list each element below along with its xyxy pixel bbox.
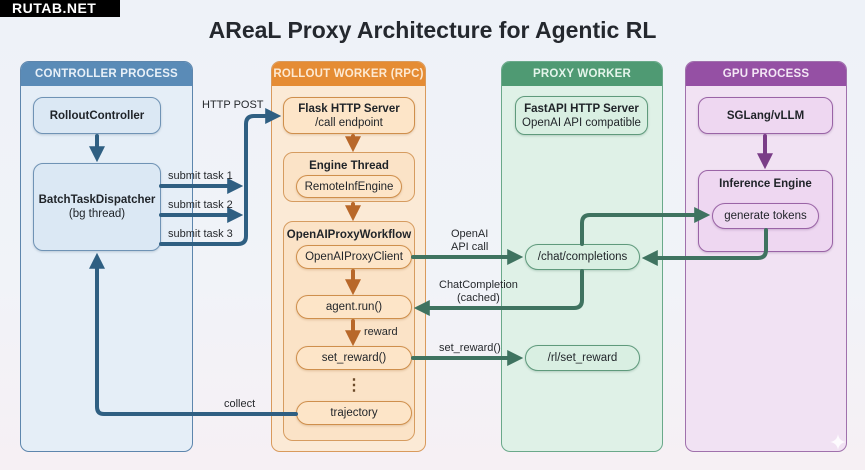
- lane-header-controller: CONTROLLER PROCESS: [21, 62, 192, 86]
- node-openai-proxy-client[interactable]: OpenAIProxyClient: [296, 245, 412, 269]
- lane-header-rollout: ROLLOUT WORKER (RPC): [272, 62, 425, 86]
- edge-label-set-reward-call: set_reward(): [439, 342, 501, 354]
- node-fastapi-http-server[interactable]: FastAPI HTTP Server OpenAI API compatibl…: [515, 96, 648, 135]
- edge-label-submit-task-3: submit task 3: [168, 228, 233, 240]
- node-sublabel: (bg thread): [68, 208, 126, 220]
- node-rl-set-reward[interactable]: /rl/set_reward: [525, 345, 640, 371]
- edge-label-api-call: API call: [451, 241, 489, 253]
- edge-label-chat-completion: ChatCompletion: [439, 279, 518, 291]
- group-label: Engine Thread: [309, 160, 389, 172]
- node-label: Flask HTTP Server: [298, 102, 400, 115]
- node-batch-task-dispatcher[interactable]: BatchTaskDispatcher (bg thread): [33, 163, 161, 251]
- edge-label-cached: (cached): [457, 292, 500, 304]
- node-label: generate tokens: [724, 210, 807, 222]
- node-sublabel: /call endpoint: [315, 116, 383, 129]
- node-sublabel: OpenAI API compatible: [522, 116, 641, 129]
- arrow-to-generate-tokens: [580, 207, 711, 246]
- node-label: agent.run(): [325, 301, 383, 313]
- node-label: RolloutController: [49, 109, 145, 122]
- node-flask-http-server[interactable]: Flask HTTP Server /call endpoint: [283, 97, 415, 134]
- arrow-chat-completion-return: [413, 269, 584, 316]
- node-agent-run[interactable]: agent.run(): [296, 295, 412, 319]
- edge-label-reward: reward: [364, 326, 398, 338]
- node-rollout-controller[interactable]: RolloutController: [33, 97, 161, 134]
- arrow-submit-task-3-http-post: [159, 108, 282, 246]
- watermark: RUTAB.NET: [0, 0, 120, 17]
- diagram-title: AReaL Proxy Architecture for Agentic RL: [208, 17, 657, 43]
- node-label: FastAPI HTTP Server: [524, 102, 639, 115]
- arrow-collect: [89, 252, 298, 416]
- node-label: trajectory: [330, 407, 378, 419]
- lane-header-proxy: PROXY WORKER: [502, 62, 662, 86]
- node-chat-completions[interactable]: /chat/completions: [525, 244, 640, 270]
- group-label: Inference Engine: [719, 178, 812, 190]
- node-label: OpenAIProxyClient: [305, 251, 403, 263]
- node-label: BatchTaskDispatcher: [38, 194, 156, 206]
- node-remote-inf-engine[interactable]: RemoteInfEngine: [296, 175, 402, 198]
- ellipsis-icon: ⋮: [346, 377, 362, 394]
- arrow-tokens-to-chat-completions: [641, 228, 768, 266]
- edge-label-collect: collect: [224, 398, 256, 410]
- node-label: /chat/completions: [537, 251, 628, 263]
- node-label: RemoteInfEngine: [304, 180, 394, 193]
- node-label: set_reward(): [321, 352, 387, 364]
- edge-label-openai: OpenAI: [451, 228, 489, 240]
- node-generate-tokens[interactable]: generate tokens: [712, 203, 819, 229]
- node-set-reward[interactable]: set_reward(): [296, 346, 412, 370]
- node-trajectory[interactable]: trajectory: [296, 401, 412, 425]
- edge-label-http-post: HTTP POST: [202, 99, 264, 111]
- group-label: OpenAIProxyWorkflow: [286, 229, 412, 241]
- sparkle-icon: [830, 434, 846, 450]
- edge-label-submit-task-2: submit task 2: [168, 199, 233, 211]
- node-label: SGLang/vLLM: [726, 109, 805, 122]
- node-sglang-vllm[interactable]: SGLang/vLLM: [698, 97, 833, 134]
- node-label: /rl/set_reward: [547, 352, 618, 364]
- lane-header-gpu: GPU PROCESS: [686, 62, 846, 86]
- edge-label-submit-task-1: submit task 1: [168, 170, 233, 182]
